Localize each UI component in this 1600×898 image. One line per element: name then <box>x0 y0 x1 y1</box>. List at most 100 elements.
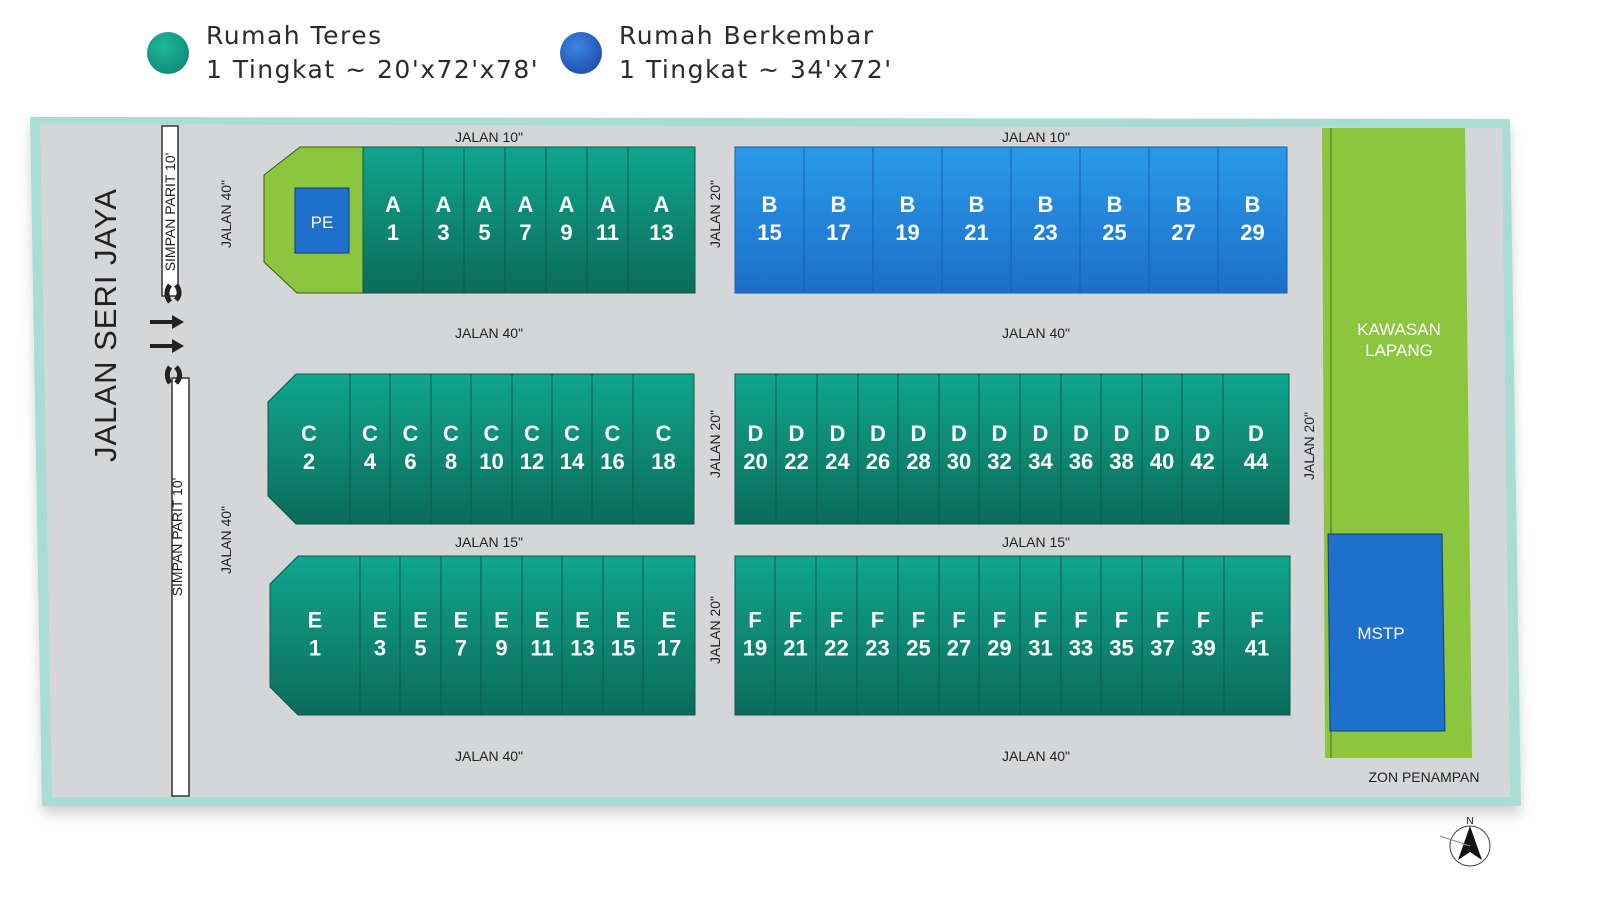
lot-c-18[interactable] <box>632 373 695 525</box>
lot-row-letter: E <box>373 608 388 633</box>
lot-number: 31 <box>1028 636 1052 661</box>
lot-number: 21 <box>964 220 988 245</box>
lot-number: 29 <box>1240 220 1264 245</box>
lot-number: 18 <box>651 449 675 474</box>
lot-row-letter: C <box>362 421 378 446</box>
lot-row-letter: A <box>559 192 575 217</box>
simpan-parit-label-top: SIMPAN PARIT 10' <box>162 153 178 272</box>
north-arrow-icon: N <box>1439 816 1491 867</box>
lot-b-29[interactable] <box>1217 146 1288 294</box>
road-label-jalan20-vertical-4: JALAN 20" <box>1301 412 1317 480</box>
lot-number: 4 <box>364 449 377 474</box>
lot-row-letter: C <box>656 421 672 446</box>
lot-number: 1 <box>387 220 399 245</box>
lot-row-letter: C <box>605 421 621 446</box>
lot-row-letter: E <box>575 608 590 633</box>
road-label-jalan10-right: JALAN 10" <box>1002 129 1070 145</box>
kawasan-lapang-label-2: LAPANG <box>1365 341 1433 360</box>
lot-row-letter: B <box>762 192 778 217</box>
lot-number: 25 <box>906 636 930 661</box>
lot-number: 33 <box>1069 636 1093 661</box>
lot-number: 22 <box>824 636 848 661</box>
lot-number: 34 <box>1028 449 1053 474</box>
lot-row-letter: D <box>1114 421 1130 446</box>
lot-number: 38 <box>1109 449 1133 474</box>
entrance-arc-top <box>164 283 173 304</box>
lot-row-letter: E <box>494 608 509 633</box>
simpan-parit-top <box>161 125 179 297</box>
entrance-arc-top-right <box>174 283 182 302</box>
lot-row-letter: F <box>1034 608 1047 633</box>
mstp-label: MSTP <box>1357 624 1404 643</box>
lot-number: 13 <box>649 220 673 245</box>
lot-number: 2 <box>303 449 315 474</box>
legend-dot-teres <box>147 32 189 74</box>
lot-number: 21 <box>783 636 807 661</box>
lot-number: 20 <box>743 449 767 474</box>
legend-name-berkembar: Rumah Berkembar <box>619 21 875 50</box>
legend-dot-berkembar <box>560 32 602 74</box>
legend-spec-teres: 1 Tingkat ~ 20'x72'x78' <box>206 55 540 84</box>
legend-spec-berkembar: 1 Tingkat ~ 34'x72' <box>619 55 893 84</box>
lot-number: 17 <box>826 220 850 245</box>
lot-row-letter: F <box>952 608 965 633</box>
lot-row-letter: F <box>1074 608 1087 633</box>
lot-row-letter: B <box>1107 192 1123 217</box>
simpan-parit-label-bottom: SIMPAN PARIT 10' <box>169 478 185 597</box>
lot-number: 29 <box>987 636 1011 661</box>
lot-number: 3 <box>374 636 386 661</box>
lot-row-letter: F <box>1197 608 1210 633</box>
lot-number: 3 <box>437 220 449 245</box>
lots-layer: A1A3A5A7A9A11A13B15B17B19B21B23B25B27B29… <box>267 146 1291 716</box>
lot-row-letter: D <box>1248 421 1264 446</box>
lot-number: 23 <box>865 636 889 661</box>
lot-row-letter: E <box>535 608 550 633</box>
lot-row-letter: C <box>484 421 500 446</box>
road-label-jalan15-right: JALAN 15" <box>1002 534 1070 550</box>
lot-row-letter: D <box>789 421 805 446</box>
road-label-jalan15-left: JALAN 15" <box>455 534 523 550</box>
lot-row-letter: F <box>748 608 761 633</box>
lot-row-letter: F <box>912 608 925 633</box>
lot-row-letter: F <box>993 608 1006 633</box>
road-label-jalan40-vertical-bottom: JALAN 40" <box>218 506 234 574</box>
lot-number: 22 <box>784 449 808 474</box>
zon-penampan-label: ZON PENAMPAN <box>1369 769 1480 785</box>
lot-row-letter: D <box>1154 421 1170 446</box>
lot-row-letter: D <box>951 421 967 446</box>
lot-number: 15 <box>611 636 635 661</box>
lot-number: 40 <box>1150 449 1174 474</box>
kawasan-lapang-label-1: KAWASAN <box>1357 320 1441 339</box>
lot-number: 10 <box>479 449 503 474</box>
lot-row-letter: B <box>1245 192 1261 217</box>
lot-row-letter: F <box>1250 608 1263 633</box>
lot-row-letter: B <box>969 192 985 217</box>
lot-number: 6 <box>404 449 416 474</box>
lot-row-letter: A <box>477 192 493 217</box>
lot-f-41[interactable] <box>1223 555 1291 716</box>
lot-row-letter: D <box>1073 421 1089 446</box>
lot-number: 15 <box>757 220 781 245</box>
lot-row-letter: A <box>436 192 452 217</box>
lot-a-13[interactable] <box>627 146 696 294</box>
legend-name-teres: Rumah Teres <box>206 21 383 50</box>
road-label-jalan40-bottom-left: JALAN 40" <box>455 748 523 764</box>
lot-row-letter: E <box>454 608 469 633</box>
compass-north-label: N <box>1466 816 1473 827</box>
lot-row-letter: C <box>524 421 540 446</box>
lot-number: 9 <box>495 636 507 661</box>
lot-e-17[interactable] <box>642 555 696 716</box>
lot-number: 5 <box>478 220 490 245</box>
lot-number: 1 <box>309 636 321 661</box>
lot-d-44[interactable] <box>1222 373 1290 525</box>
lot-row-letter: D <box>870 421 886 446</box>
lot-row-letter: F <box>830 608 843 633</box>
lot-number: 23 <box>1033 220 1057 245</box>
lot-row-letter: B <box>831 192 847 217</box>
lot-row-letter: C <box>403 421 419 446</box>
road-label-jalan20-vertical-3: JALAN 20" <box>707 596 723 664</box>
lot-number: 16 <box>600 449 624 474</box>
lot-row-letter: F <box>1115 608 1128 633</box>
lot-number: 36 <box>1069 449 1093 474</box>
lot-row-letter: E <box>616 608 631 633</box>
